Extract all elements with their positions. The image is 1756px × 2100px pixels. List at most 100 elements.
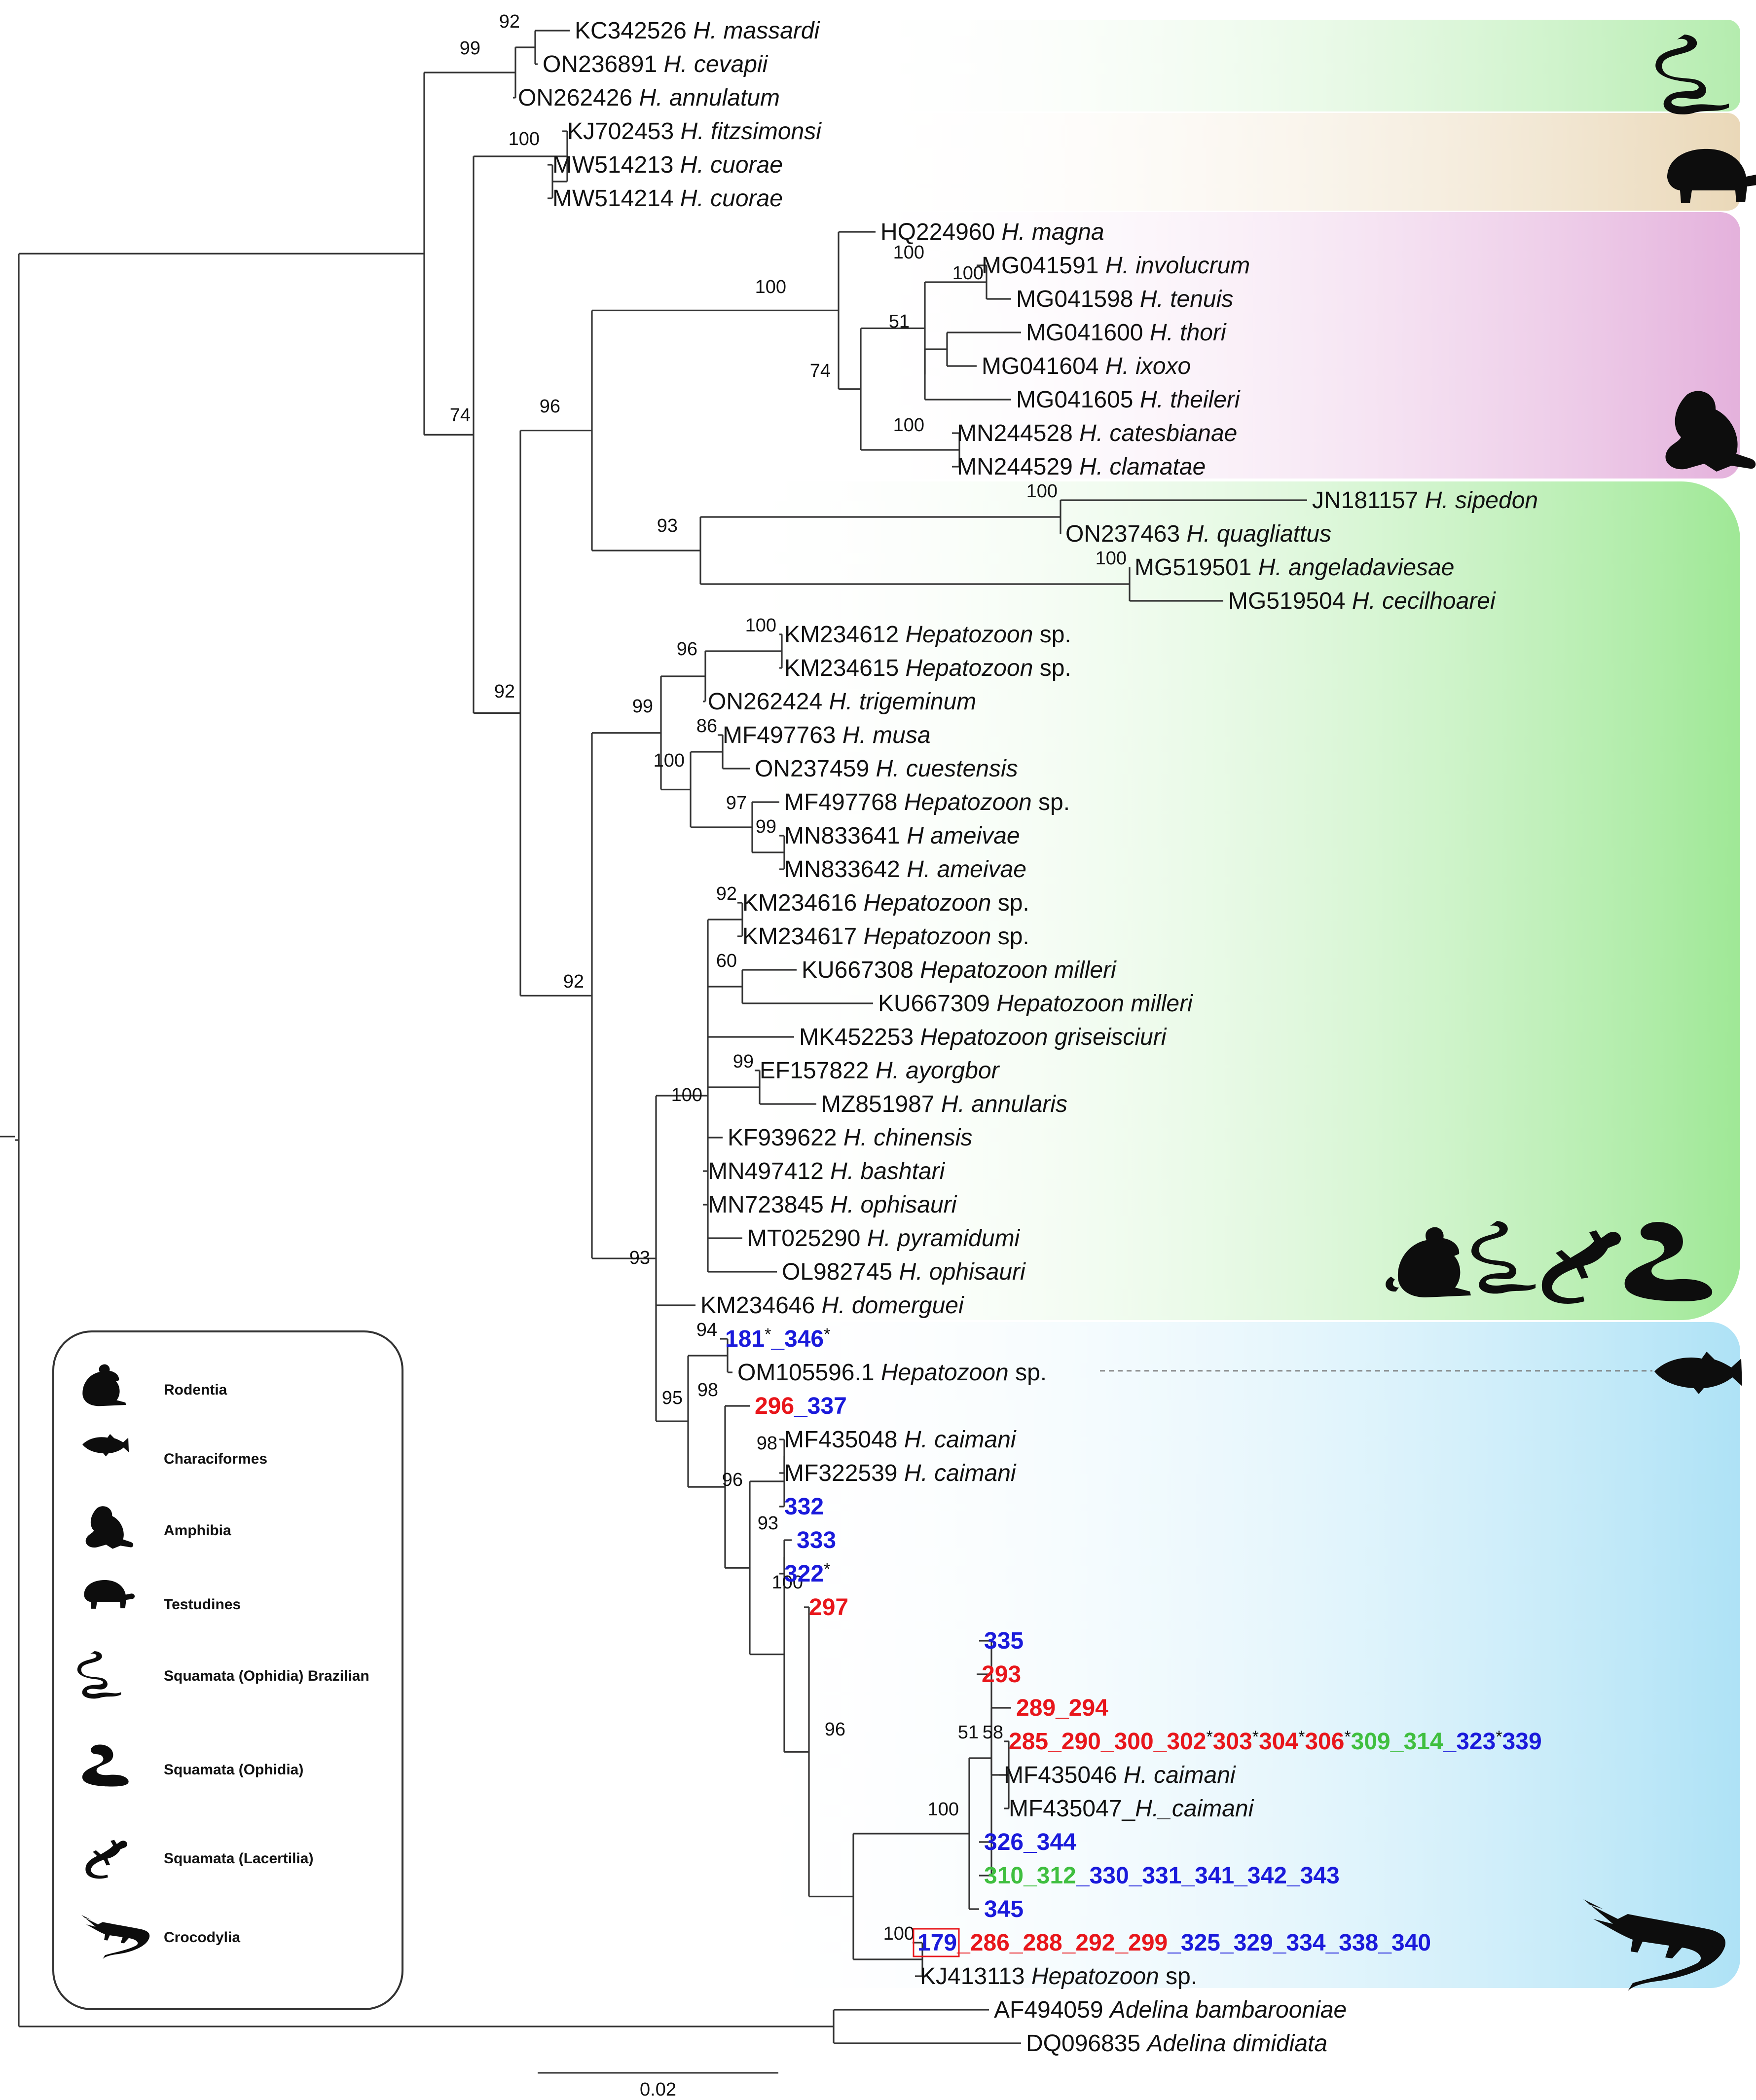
taxon-text: MG519504 [1228,588,1352,614]
isolate-id: 326_344 [984,1829,1076,1855]
taxon-text: H._caimani [1135,1796,1254,1822]
tip-label: MN723845 H. ophisauri [708,1192,957,1218]
taxon-text: H. caimani [1124,1762,1236,1788]
tip-label: 345 [984,1896,1024,1922]
band-testudines [543,113,1740,211]
taxon-text: KM234615 [784,655,906,681]
bootstrap-value: 99 [632,696,653,717]
tip-label: DQ096835 Adelina dimidiata [1026,2030,1327,2057]
tip-label: ON236891 H. cevapii [543,51,768,77]
taxon-text: Hepatozoon [906,622,1033,648]
tip-label: OM105596.1 Hepatozoon sp. [737,1360,1047,1386]
isolate-id: 297 [809,1594,848,1621]
tip-label: 293 [982,1661,1021,1688]
taxon-text: H. catesbianae [1079,420,1237,446]
taxon-text: MZ851987 [821,1091,941,1117]
taxon-text: KF939622 [728,1125,843,1151]
tip-label: 181*_346* [725,1325,830,1352]
taxon-text: MG041604 [982,353,1105,379]
taxon-text: H. ameivae [907,856,1026,883]
taxon-text: H. cevapii [664,51,768,77]
tip-label: MG519501 H. angeladaviesae [1134,554,1454,581]
taxon-text: ON262424 [708,689,829,715]
taxon-text: MN833642 [784,856,907,883]
taxon-text: EF157822 [760,1058,876,1084]
taxon-text: MG041591 [982,253,1105,279]
tip-label: KM234615 Hepatozoon sp. [784,655,1071,681]
legend-label: Characiformes [164,1451,268,1467]
tip-label: JN181157 H. sipedon [1312,487,1538,514]
legend-item: Amphibia [54,1503,400,1562]
taxon-text: MF435046 [1004,1762,1124,1788]
taxon-text: MF435048 [784,1427,904,1453]
bootstrap-value: 60 [716,951,737,971]
crocodile-icon [1583,1899,1726,1991]
taxon-text: sp. [1032,789,1070,815]
tip-label: MF435046 H. caimani [1004,1762,1236,1788]
isolate-id: 293 [982,1661,1021,1688]
snake-coiled-icon [82,1744,129,1787]
taxon-text: H. quagliattus [1187,521,1332,547]
turtle-icon [1667,148,1756,203]
frog-icon [1665,391,1756,472]
star-marker: * [1252,1728,1259,1746]
taxon-text: MF497768 [784,789,904,815]
taxon-text: H ameivae [907,823,1020,849]
tip-label: MZ851987 H. annularis [821,1091,1067,1117]
isolate-id: _337 [794,1393,847,1419]
taxon-text: H. annularis [941,1091,1067,1117]
scale-bar: 0.02 [538,2072,778,2100]
taxon-text: H. ophisauri [899,1259,1026,1285]
taxon-text: H. thori [1150,320,1227,346]
taxon-text: MN833641 [784,823,907,849]
tip-label: 297 [809,1594,848,1621]
taxon-text: ON262426 [518,85,639,111]
tip-label: MN244528 H. catesbianae [957,420,1237,446]
legend-label: Rodentia [164,1382,227,1398]
bootstrap-value: 86 [696,716,717,737]
tip-label: MN833641 H ameivae [784,823,1020,849]
taxon-text: H. domerguei [822,1292,964,1319]
scale-bar-label: 0.02 [640,2079,676,2100]
legend-item: Squamata (Ophidia) Brazilian [54,1648,400,1707]
tip-label: KF939622 H. chinensis [728,1125,972,1151]
taxon-text: MG041605 [1016,387,1140,413]
bootstrap-value: 96 [722,1470,743,1490]
bootstrap-value: 93 [758,1513,778,1534]
bootstrap-value: 96 [540,396,560,417]
taxon-text: H. cuorae [680,152,783,178]
taxon-text: OL982745 [782,1259,899,1285]
legend-label: Amphibia [164,1522,231,1539]
taxon-text: sp. [991,890,1029,916]
tip-label: ON237463 H. quagliattus [1065,521,1331,547]
isolate-id: 339 [1502,1729,1542,1755]
tip-label: MG041604 H. ixoxo [982,353,1191,379]
tip-label: 332 [784,1494,824,1520]
tip-label: KU667309 Hepatozoon milleri [878,991,1193,1017]
tip-label: MG041598 H. tenuis [1016,286,1233,312]
bootstrap-value: 92 [494,681,515,702]
taxon-text: ON237459 [755,756,876,782]
bootstrap-value: 100 [509,129,540,149]
fish-icon [1654,1352,1742,1394]
band-brazilian-snakes [543,20,1740,111]
isolate-id: 179 [917,1930,957,1956]
tip-label: MW514214 H. cuorae [552,185,783,212]
taxon-text: MW514214 [552,185,680,212]
taxon-text: sp. [1033,655,1071,681]
isolate-id: 322 [784,1561,824,1587]
snake-thin-icon [1471,1221,1536,1294]
bootstrap-value: 100 [772,1572,803,1593]
star-marker: * [824,1325,830,1344]
legend-item: Squamata (Lacertilia) [54,1831,400,1890]
taxon-text: KM234646 [700,1292,822,1319]
taxon-text: KC342526 [575,18,693,44]
bootstrap-value: 92 [563,971,584,992]
legend-item: Rodentia [54,1362,400,1421]
taxon-text: KM234612 [784,622,906,648]
tip-label: MF497768 Hepatozoon sp. [784,789,1070,815]
taxon-text: KU667309 [878,991,996,1017]
taxon-text: JN181157 [1312,487,1425,514]
tip-label: HQ224960 H. magna [880,219,1104,245]
